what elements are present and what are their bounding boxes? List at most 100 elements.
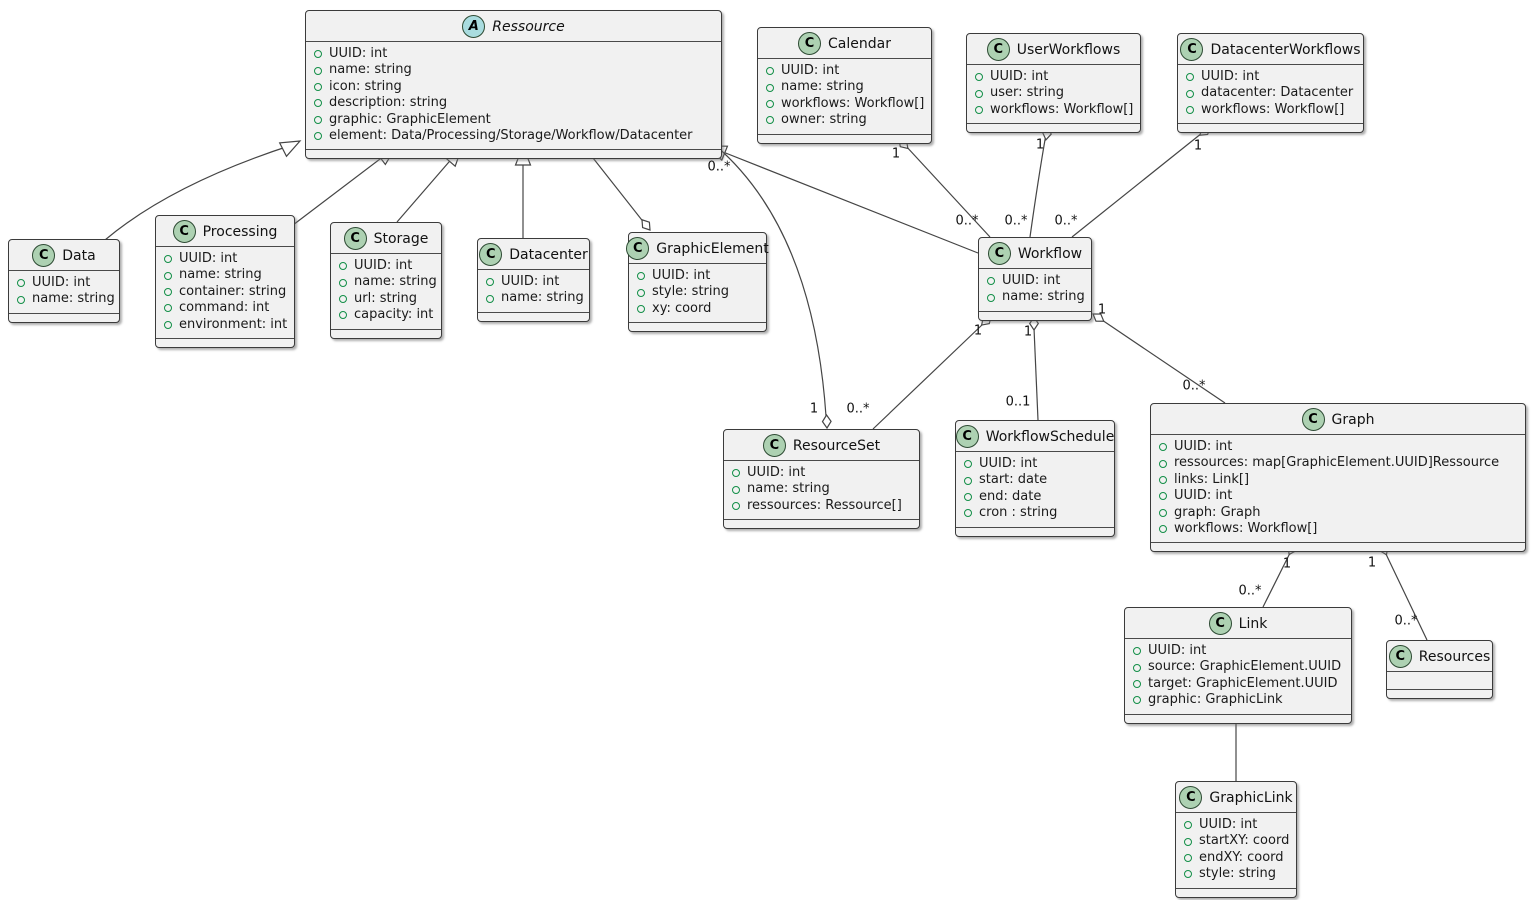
- class-attribute: capacity: int: [339, 307, 433, 323]
- field-visibility-icon: [1159, 459, 1167, 468]
- class-title: Resources: [1418, 648, 1491, 665]
- field-visibility-icon: [987, 293, 995, 302]
- attribute-text: description: string: [329, 95, 448, 111]
- class-attribute: cron : string: [964, 505, 1106, 521]
- field-visibility-icon: [1186, 89, 1194, 98]
- class-attribute: ressources: Ressource[]: [732, 498, 911, 514]
- field-visibility-icon: [1159, 476, 1167, 485]
- class-attribute: name: string: [987, 289, 1085, 305]
- methods-compartment: [156, 339, 294, 347]
- attribute-text: name: string: [179, 267, 262, 283]
- field-visibility-icon: [1133, 663, 1141, 672]
- class-attribute: start: date: [964, 472, 1106, 488]
- field-visibility-icon: [17, 295, 25, 304]
- attribute-text: capacity: int: [354, 307, 434, 323]
- class-attribute: UUID: int: [637, 268, 758, 284]
- field-visibility-icon: [1184, 837, 1192, 846]
- class-attribute: UUID: int: [1159, 439, 1517, 455]
- edge-processing-ressource: [292, 152, 389, 226]
- field-visibility-icon: [1133, 696, 1141, 705]
- field-visibility-icon: [164, 288, 172, 297]
- field-visibility-icon: [1184, 870, 1192, 879]
- class-attribute: icon: string: [314, 79, 713, 95]
- attribute-text: user: string: [990, 85, 1064, 101]
- field-visibility-icon: [987, 277, 995, 286]
- attribute-text: UUID: int: [1199, 817, 1258, 832]
- class-type-icon: C: [1388, 645, 1412, 668]
- methods-compartment: [331, 330, 441, 338]
- class-attribute: description: string: [314, 95, 713, 111]
- attribute-text: UUID: int: [652, 268, 711, 283]
- class-attribute: UUID: int: [1186, 69, 1355, 85]
- edge-workflow-resourceset: [872, 323, 984, 430]
- field-visibility-icon: [339, 278, 347, 287]
- attribute-text: name: string: [354, 274, 437, 290]
- multiplicity-label: 0..*: [1238, 583, 1262, 599]
- multiplicity-label: 0..*: [707, 159, 731, 175]
- class-attribute: style: string: [637, 284, 758, 300]
- aggregation-diamond-resourceset-ressource: [821, 413, 832, 430]
- aggregation-diamond-ressource-graphicelement: [641, 218, 651, 231]
- field-visibility-icon: [1159, 525, 1167, 534]
- class-attribute: name: string: [766, 79, 923, 95]
- field-visibility-icon: [964, 509, 972, 518]
- class-header: C Resources: [1387, 641, 1492, 672]
- edge-userworkflows-workflow: [1029, 133, 1047, 238]
- class-attribute: user: string: [975, 85, 1132, 101]
- class-type-icon: C: [1208, 612, 1232, 635]
- class-attribute: url: string: [339, 291, 433, 307]
- attribute-text: style: string: [1199, 866, 1277, 882]
- field-visibility-icon: [1133, 680, 1141, 689]
- attribute-text: UUID: int: [179, 251, 238, 266]
- field-visibility-icon: [732, 469, 740, 478]
- attributes-compartment: [1387, 672, 1492, 690]
- attribute-text: cron : string: [979, 505, 1058, 521]
- multiplicity-label: 0..*: [846, 401, 870, 417]
- attribute-text: ressources: Ressource[]: [747, 497, 902, 513]
- class-attribute: end: date: [964, 489, 1106, 505]
- methods-compartment: [979, 312, 1091, 320]
- field-visibility-icon: [1184, 854, 1192, 863]
- field-visibility-icon: [164, 255, 172, 264]
- attribute-text: graphic: GraphicElement: [329, 111, 491, 127]
- multiplicity-label: 1: [1097, 302, 1107, 318]
- attribute-text: graph: Graph: [1174, 504, 1261, 520]
- attribute-text: command: int: [179, 300, 270, 316]
- abstract-type-icon: A: [462, 15, 486, 38]
- class-attribute: element: Data/Processing/Storage/Workflo…: [314, 128, 713, 144]
- field-visibility-icon: [1133, 647, 1141, 656]
- edge-data-ressource: [104, 144, 293, 241]
- attribute-text: owner: string: [781, 112, 867, 128]
- field-visibility-icon: [1159, 508, 1167, 517]
- class-attribute: workflows: Workflow[]: [975, 102, 1133, 118]
- class-title: Data: [62, 247, 96, 264]
- attribute-text: container: string: [179, 283, 287, 299]
- class-attribute: name: string: [314, 62, 713, 78]
- field-visibility-icon: [339, 295, 347, 304]
- class-title: UserWorkflows: [1016, 41, 1121, 58]
- field-visibility-icon: [732, 502, 740, 511]
- attribute-text: end: date: [979, 488, 1042, 504]
- class-attribute: UUID: int: [314, 46, 713, 62]
- class-type-icon: C: [32, 244, 56, 267]
- multiplicity-label: 0..*: [1054, 213, 1078, 229]
- attribute-text: icon: string: [329, 78, 402, 94]
- class-attribute: owner: string: [766, 112, 923, 128]
- field-visibility-icon: [164, 304, 172, 313]
- class-attribute: workflows: Workflow[]: [1186, 102, 1355, 118]
- edge-workflow-ressource: [717, 149, 979, 254]
